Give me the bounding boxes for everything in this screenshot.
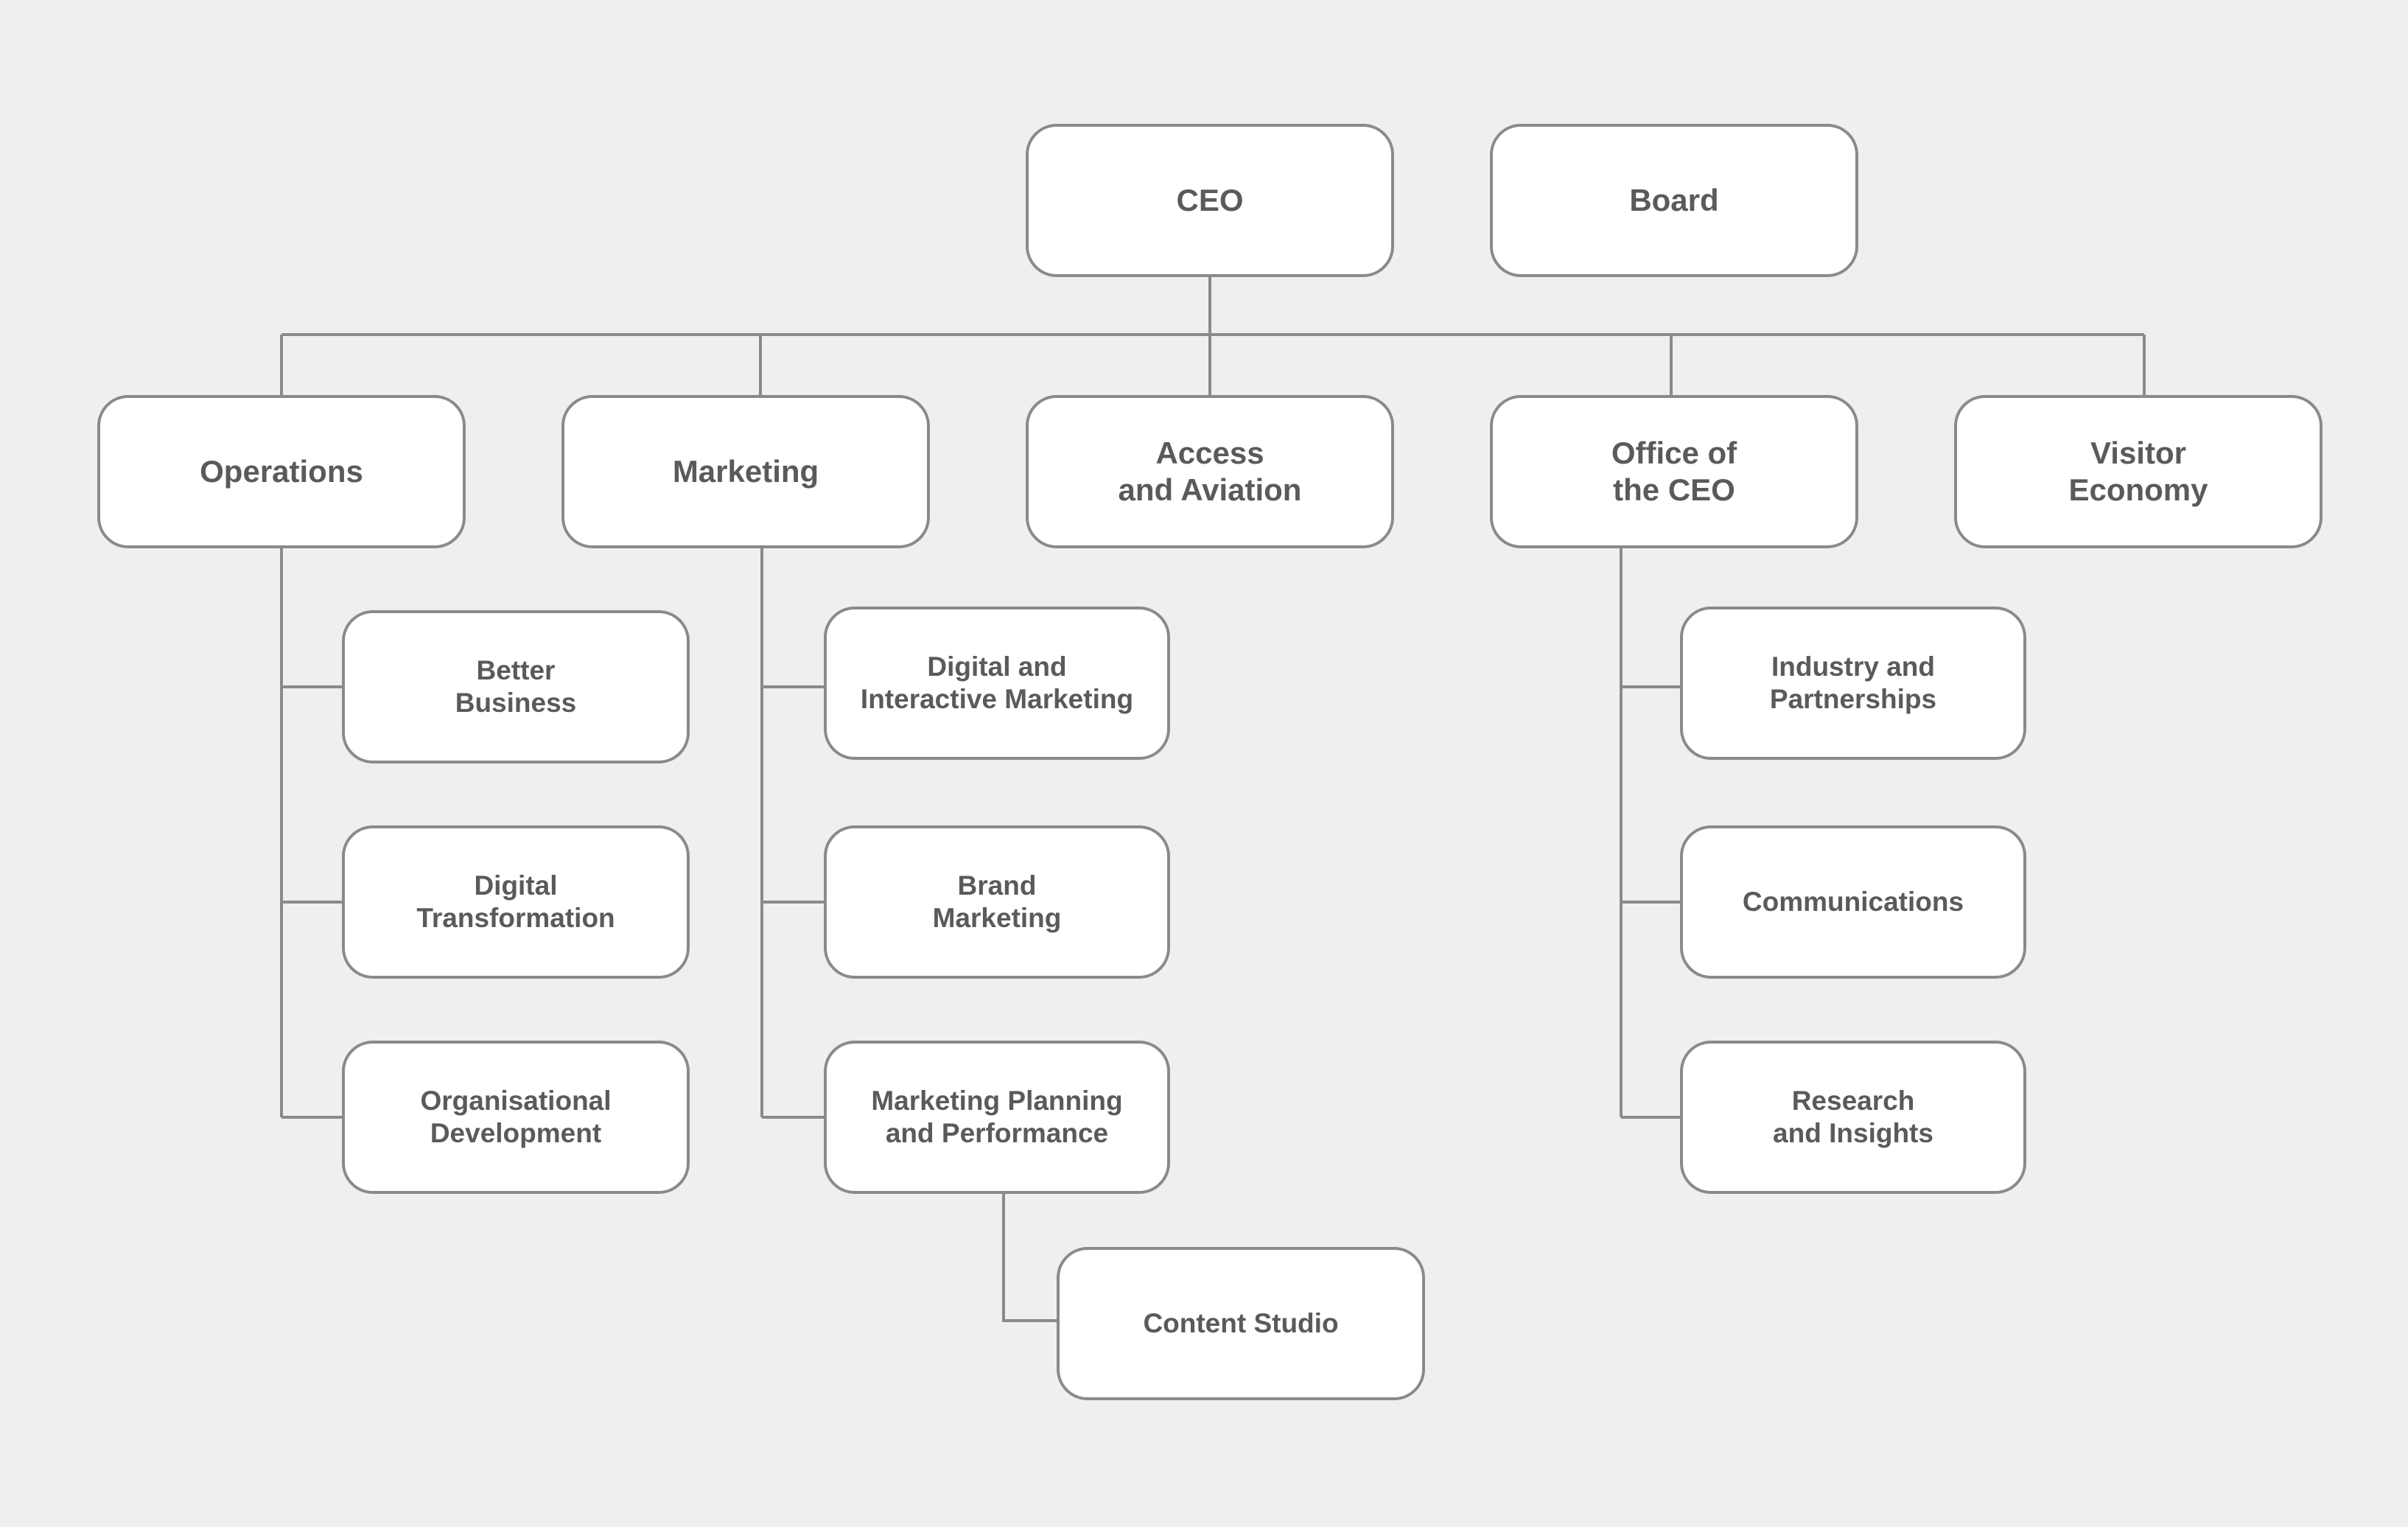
ceo-box: CEO: [1026, 124, 1394, 277]
research-and-insights-label: Research and Insights: [1773, 1085, 1933, 1148]
digital-interactive-marketing-box: Digital and Interactive Marketing: [824, 607, 1170, 760]
board-box: Board: [1490, 124, 1858, 277]
organisational-development-box: Organisational Development: [342, 1041, 690, 1194]
access-and-aviation-label: Access and Aviation: [1118, 435, 1302, 507]
office-of-the-ceo-box: Office of the CEO: [1490, 395, 1858, 548]
access-and-aviation-box: Access and Aviation: [1026, 395, 1394, 548]
communications-box: Communications: [1680, 825, 2026, 979]
digital-transformation-box: Digital Transformation: [342, 825, 690, 979]
board-label: Board: [1629, 182, 1719, 217]
content-studio-box: Content Studio: [1057, 1247, 1425, 1400]
office-of-the-ceo-label: Office of the CEO: [1611, 435, 1737, 507]
communications-label: Communications: [1742, 886, 1964, 917]
better-business-box: Better Business: [342, 610, 690, 764]
brand-marketing-box: Brand Marketing: [824, 825, 1170, 979]
content-studio-label: Content Studio: [1143, 1307, 1339, 1338]
industry-and-partnerships-box: Industry and Partnerships: [1680, 607, 2026, 760]
ceo-label: CEO: [1176, 182, 1244, 217]
visitor-economy-label: Visitor Economy: [2068, 435, 2208, 507]
better-business-label: Better Business: [455, 654, 577, 718]
visitor-economy-box: Visitor Economy: [1954, 395, 2323, 548]
marketing-planning-label: Marketing Planning and Performance: [871, 1085, 1123, 1148]
marketing-planning-box: Marketing Planning and Performance: [824, 1041, 1170, 1194]
research-and-insights-box: Research and Insights: [1680, 1041, 2026, 1194]
digital-transformation-label: Digital Transformation: [416, 870, 615, 933]
operations-box: Operations: [97, 395, 466, 548]
organisational-development-label: Organisational Development: [420, 1085, 612, 1148]
operations-label: Operations: [200, 453, 363, 489]
marketing-label: Marketing: [672, 453, 819, 489]
brand-marketing-label: Brand Marketing: [932, 870, 1062, 933]
marketing-box: Marketing: [561, 395, 930, 548]
connector-to-content-studio: [1002, 1194, 1057, 1322]
industry-and-partnerships-label: Industry and Partnerships: [1769, 651, 1937, 714]
digital-interactive-marketing-label: Digital and Interactive Marketing: [860, 651, 1134, 714]
